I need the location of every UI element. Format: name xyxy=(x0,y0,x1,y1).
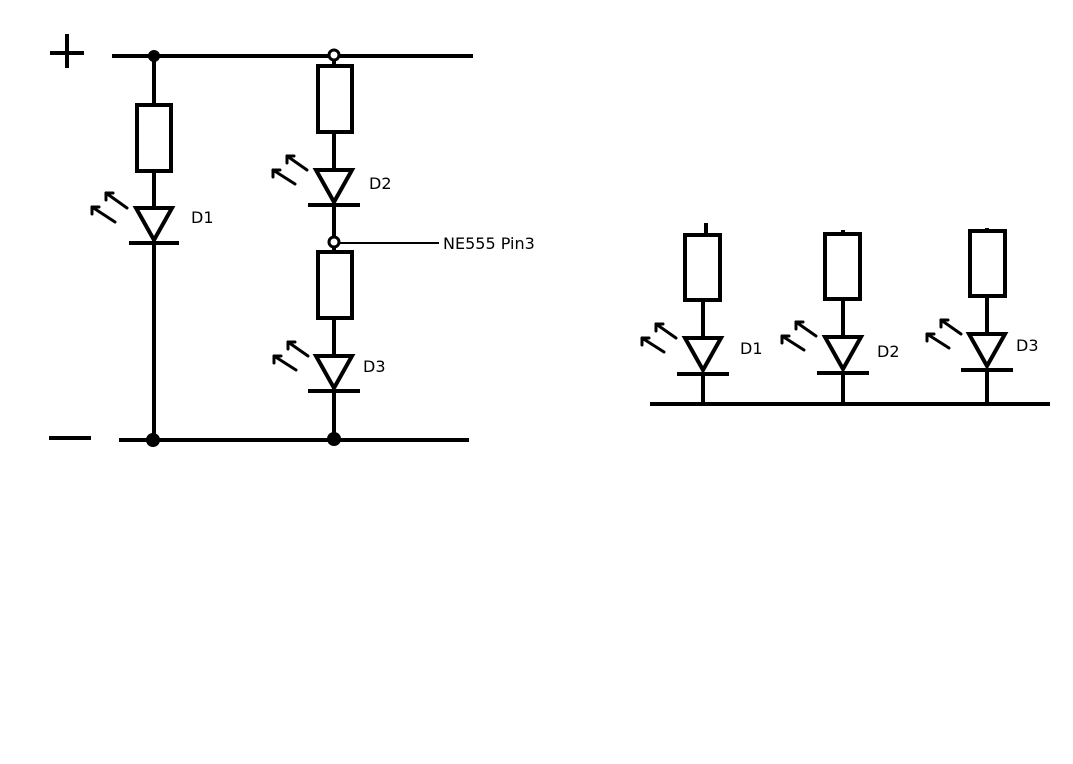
right-led-d1-light-arrows xyxy=(640,322,678,354)
positive-terminal-symbol xyxy=(50,34,84,68)
right-branch-d1 xyxy=(640,223,729,404)
resistor-r1 xyxy=(135,103,173,173)
right-led-d1-label: D1 xyxy=(740,339,763,358)
right-resistor-3 xyxy=(968,229,1007,298)
ne555-pin3-label: NE555 Pin3 xyxy=(443,234,535,253)
branch-d1 xyxy=(90,50,179,447)
led-d1-symbol xyxy=(132,206,176,245)
right-branch-d2 xyxy=(780,230,869,404)
right-led-d1-symbol xyxy=(681,336,725,375)
resistor-r2 xyxy=(316,64,354,134)
led-d3-label: D3 xyxy=(363,357,386,376)
right-branch-d3 xyxy=(925,228,1013,404)
right-resistor-2 xyxy=(823,232,862,301)
led-d1-light-arrows xyxy=(90,191,129,224)
led-d3-symbol xyxy=(312,354,356,393)
led-d3-light-arrows xyxy=(272,340,310,372)
right-led-d2-symbol xyxy=(821,335,865,374)
branch-d2-d3 xyxy=(271,48,439,446)
led-d2-label: D2 xyxy=(369,174,392,193)
led-d1-label: D1 xyxy=(191,208,214,227)
left-circuit: + — D1 D2 D3 NE555 Pin3 xyxy=(49,34,535,447)
resistor-r3 xyxy=(316,250,354,320)
right-led-d3-label: D3 xyxy=(1016,336,1039,355)
right-circuit: D1 D2 D3 xyxy=(640,223,1050,406)
right-resistor-1 xyxy=(683,233,722,302)
led-d2-symbol xyxy=(312,168,356,207)
led-d2-light-arrows xyxy=(271,154,309,186)
right-led-d2-label: D2 xyxy=(877,342,900,361)
right-led-d2-light-arrows xyxy=(780,320,818,352)
right-led-d3-light-arrows xyxy=(925,318,963,350)
right-led-d3-symbol xyxy=(965,332,1009,371)
